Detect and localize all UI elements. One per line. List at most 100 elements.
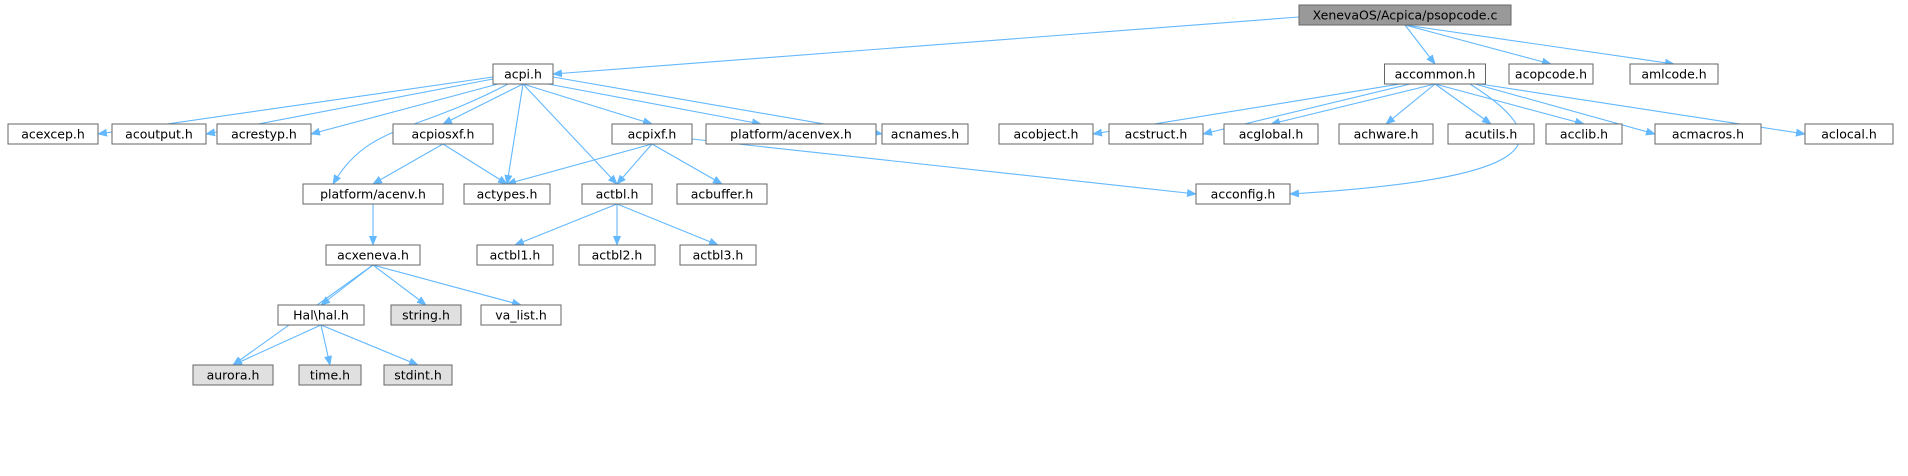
edge-accommon_h-to-achware_h xyxy=(1385,83,1436,125)
node-box-acconfig_h xyxy=(1195,183,1291,205)
node-label-acbuffer_h: acbuffer.h xyxy=(691,187,754,202)
node-acpiosxf_h[interactable]: acpiosxf.h xyxy=(392,123,494,145)
node-label-acpi_h: acpi.h xyxy=(504,67,542,82)
node-label-acglobal_h: acglobal.h xyxy=(1239,127,1304,142)
node-box-actbl3_h xyxy=(679,244,757,266)
edge-acpiosxf_h-to-acenv_h xyxy=(372,143,444,185)
node-box-acobject_h xyxy=(998,123,1094,145)
node-acclib_h[interactable]: acclib.h xyxy=(1545,123,1623,145)
edge-psopcode-to-accommon_h xyxy=(1404,24,1436,65)
node-acrestyp_h[interactable]: acrestyp.h xyxy=(216,123,312,145)
node-label-psopcode: XenevaOS/Acpica/psopcode.c xyxy=(1313,8,1498,23)
edge-acpixf_h-to-acbuffer_h xyxy=(651,143,723,185)
edge-acpi_h-to-acrestyp_h xyxy=(310,83,499,136)
node-label-actbl3_h: actbl3.h xyxy=(693,248,744,263)
node-accommon_h[interactable]: accommon.h xyxy=(1384,63,1486,85)
edge-accommon_h-to-acutils_h xyxy=(1434,83,1492,125)
node-box-actypes_h xyxy=(463,183,551,205)
node-box-acglobal_h xyxy=(1223,123,1319,145)
node-label-acxeneva_h: acxeneva.h xyxy=(337,248,409,263)
node-box-acnames_h xyxy=(881,123,969,145)
node-actbl2_h[interactable]: actbl2.h xyxy=(578,244,656,266)
node-box-achware_h xyxy=(1338,123,1434,145)
node-aurora_h: aurora.h xyxy=(192,364,274,386)
edge-acpixf_h-to-actypes_h xyxy=(506,143,653,186)
node-acconfig_h[interactable]: acconfig.h xyxy=(1195,183,1291,205)
node-box-acpi_h xyxy=(492,63,554,85)
node-amlcode_h[interactable]: amlcode.h xyxy=(1629,63,1719,85)
node-acexcep_h[interactable]: acexcep.h xyxy=(7,123,99,145)
node-box-actbl_h xyxy=(581,183,653,205)
node-acstruct_h[interactable]: acstruct.h xyxy=(1108,123,1204,145)
node-box-actbl2_h xyxy=(578,244,656,266)
node-label-amlcode_h: amlcode.h xyxy=(1641,67,1706,82)
node-label-acoutput_h: acoutput.h xyxy=(125,127,193,142)
node-acpi_h[interactable]: acpi.h xyxy=(492,63,554,85)
node-label-va_list_h: va_list.h xyxy=(495,308,547,323)
node-achware_h[interactable]: achware.h xyxy=(1338,123,1434,145)
node-va_list_h[interactable]: va_list.h xyxy=(480,304,562,326)
node-acoutput_h[interactable]: acoutput.h xyxy=(111,123,207,145)
node-label-actbl2_h: actbl2.h xyxy=(592,248,643,263)
node-acpixf_h[interactable]: acpixf.h xyxy=(611,123,693,145)
node-label-accommon_h: accommon.h xyxy=(1395,67,1476,82)
edge-actbl_h-to-actbl3_h xyxy=(616,203,719,246)
node-label-stdint_h: stdint.h xyxy=(394,368,442,383)
node-label-acobject_h: acobject.h xyxy=(1014,127,1079,142)
node-label-hal_h: Hal\hal.h xyxy=(293,308,349,323)
node-actbl3_h[interactable]: actbl3.h xyxy=(679,244,757,266)
node-psopcode[interactable]: XenevaOS/Acpica/psopcode.c xyxy=(1298,4,1512,26)
node-box-acpiosxf_h xyxy=(392,123,494,145)
node-acenvex_h[interactable]: platform/acenvex.h xyxy=(705,123,877,145)
edge-acpi_h-to-actypes_h xyxy=(504,83,524,185)
node-acxeneva_h[interactable]: acxeneva.h xyxy=(325,244,421,266)
edge-acpi_h-to-acpixf_h xyxy=(522,83,653,126)
node-acglobal_h[interactable]: acglobal.h xyxy=(1223,123,1319,145)
edge-psopcode-to-amlcode_h xyxy=(1404,24,1675,67)
node-box-actbl1_h xyxy=(476,244,554,266)
node-aclocal_h[interactable]: aclocal.h xyxy=(1804,123,1894,145)
edge-acpi_h-to-actbl_h xyxy=(522,83,618,185)
node-box-accommon_h xyxy=(1384,63,1486,85)
node-label-acpiosxf_h: acpiosxf.h xyxy=(412,127,475,142)
node-label-acconfig_h: acconfig.h xyxy=(1211,187,1276,202)
node-acopcode_h[interactable]: acopcode.h xyxy=(1508,63,1594,85)
edge-acxeneva_h-to-va_list_h xyxy=(372,264,522,307)
node-hal_h[interactable]: Hal\hal.h xyxy=(277,304,365,326)
node-label-aurora_h: aurora.h xyxy=(207,368,260,383)
node-box-va_list_h xyxy=(480,304,562,326)
edge-psopcode-to-acpi_h xyxy=(552,16,1300,78)
node-box-acbuffer_h xyxy=(676,183,768,205)
node-label-acexcep_h: acexcep.h xyxy=(21,127,85,142)
node-label-acrestyp_h: acrestyp.h xyxy=(231,127,297,142)
node-box-stdint_h xyxy=(383,364,453,386)
node-acmacros_h[interactable]: acmacros.h xyxy=(1654,123,1762,145)
node-label-acenvex_h: platform/acenvex.h xyxy=(730,127,852,142)
node-box-acrestyp_h xyxy=(216,123,312,145)
node-acobject_h[interactable]: acobject.h xyxy=(998,123,1094,145)
node-acutils_h[interactable]: acutils.h xyxy=(1447,123,1535,145)
node-box-string_h xyxy=(390,304,462,326)
node-label-string_h: string.h xyxy=(402,308,450,323)
node-actypes_h[interactable]: actypes.h xyxy=(463,183,551,205)
node-actbl1_h[interactable]: actbl1.h xyxy=(476,244,554,266)
node-box-hal_h xyxy=(277,304,365,326)
node-label-acnames_h: acnames.h xyxy=(891,127,959,142)
node-acbuffer_h[interactable]: acbuffer.h xyxy=(676,183,768,205)
node-label-actbl_h: actbl.h xyxy=(596,187,639,202)
node-box-acxeneva_h xyxy=(325,244,421,266)
node-acenv_h[interactable]: platform/acenv.h xyxy=(302,183,444,205)
node-label-aclocal_h: aclocal.h xyxy=(1821,127,1877,142)
node-label-acmacros_h: acmacros.h xyxy=(1672,127,1744,142)
edge-acxeneva_h-to-hal_h xyxy=(320,264,374,306)
node-actbl_h[interactable]: actbl.h xyxy=(581,183,653,205)
node-box-acmacros_h xyxy=(1654,123,1762,145)
node-box-acenv_h xyxy=(302,183,444,205)
nodes-layer: XenevaOS/Acpica/psopcode.c acpi.h accommon… xyxy=(7,4,1894,386)
node-box-aclocal_h xyxy=(1804,123,1894,145)
node-acnames_h[interactable]: acnames.h xyxy=(881,123,969,145)
node-box-acstruct_h xyxy=(1108,123,1204,145)
edge-acpixf_h-to-acconfig_h xyxy=(691,138,1197,198)
node-box-acenvex_h xyxy=(705,123,877,145)
edge-psopcode-to-acopcode_h xyxy=(1404,24,1552,66)
